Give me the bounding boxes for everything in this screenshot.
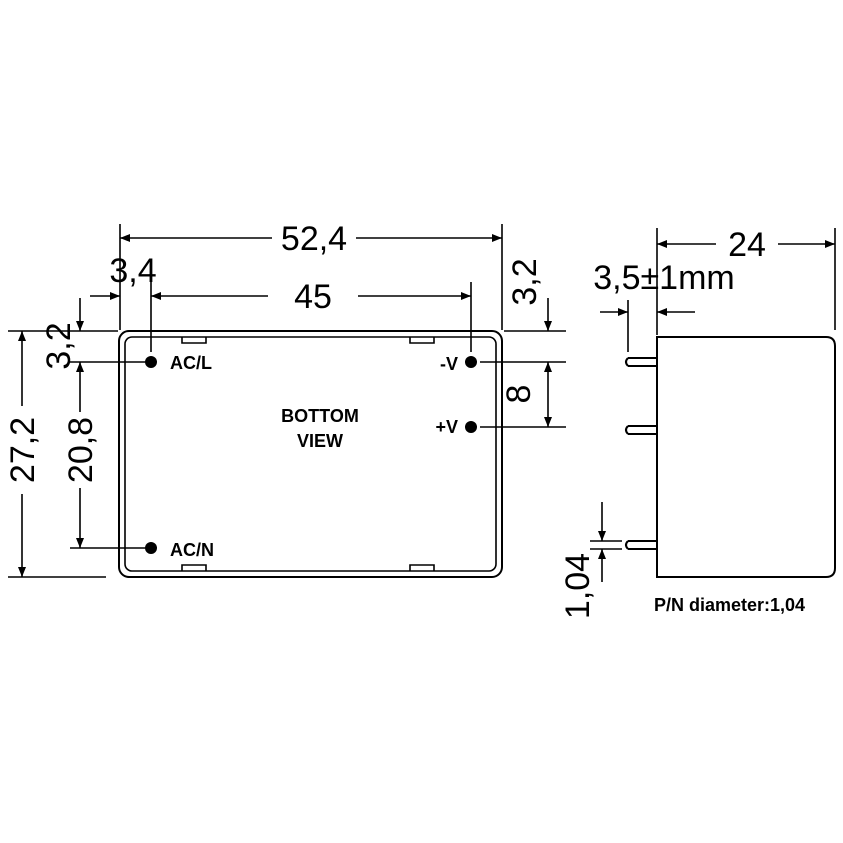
dim-pin-diameter	[590, 502, 622, 582]
dim-label-pin-offset-top: 3,2	[40, 322, 78, 369]
dim-label-overall-width: 52,4	[281, 220, 347, 258]
bottom-view-title-line1: BOTTOM	[281, 406, 359, 426]
dim-pin-row-span	[70, 362, 145, 549]
dim-label-pin-diameter: 1,04	[559, 553, 597, 619]
dim-label-pin-row-span: 20,8	[62, 417, 100, 483]
dim-label-pin-span: 45	[294, 278, 332, 316]
dim-pin-length	[600, 300, 695, 352]
pin-pos-v-dot	[465, 421, 477, 433]
dim-pin-span	[150, 282, 472, 352]
dim-overall-height	[8, 330, 106, 578]
dim-label-overall-height: 27,2	[4, 417, 42, 483]
pin-ac-l-dot	[145, 356, 157, 368]
dim-label-pin-offset-x: 3,4	[109, 252, 156, 290]
pin-diameter-note: P/N diameter:1,04	[654, 595, 805, 615]
module-outline-side	[625, 336, 836, 578]
pin-label-ac-n: AC/N	[170, 540, 214, 560]
dim-label-right-pin-offset: 3,2	[506, 258, 544, 305]
pin-label-ac-l: AC/L	[170, 353, 212, 373]
dim-label-pin-length: 3,5±1mm	[593, 259, 734, 297]
module-outline-bottom	[118, 330, 503, 578]
dim-label-depth: 24	[728, 226, 766, 264]
pin-label-pos-v: +V	[435, 417, 458, 437]
dim-overall-width	[119, 224, 503, 330]
pin-label-neg-v: -V	[440, 354, 458, 374]
pin-ac-n-dot	[145, 542, 157, 554]
dim-depth	[656, 228, 836, 335]
pin-neg-v-dot	[465, 356, 477, 368]
dim-label-output-pin-spacing: 8	[500, 385, 538, 404]
dim-output-pin-spacing	[480, 362, 566, 428]
bottom-view-title-line2: VIEW	[297, 431, 343, 451]
dim-right-pin-offset	[480, 298, 566, 363]
